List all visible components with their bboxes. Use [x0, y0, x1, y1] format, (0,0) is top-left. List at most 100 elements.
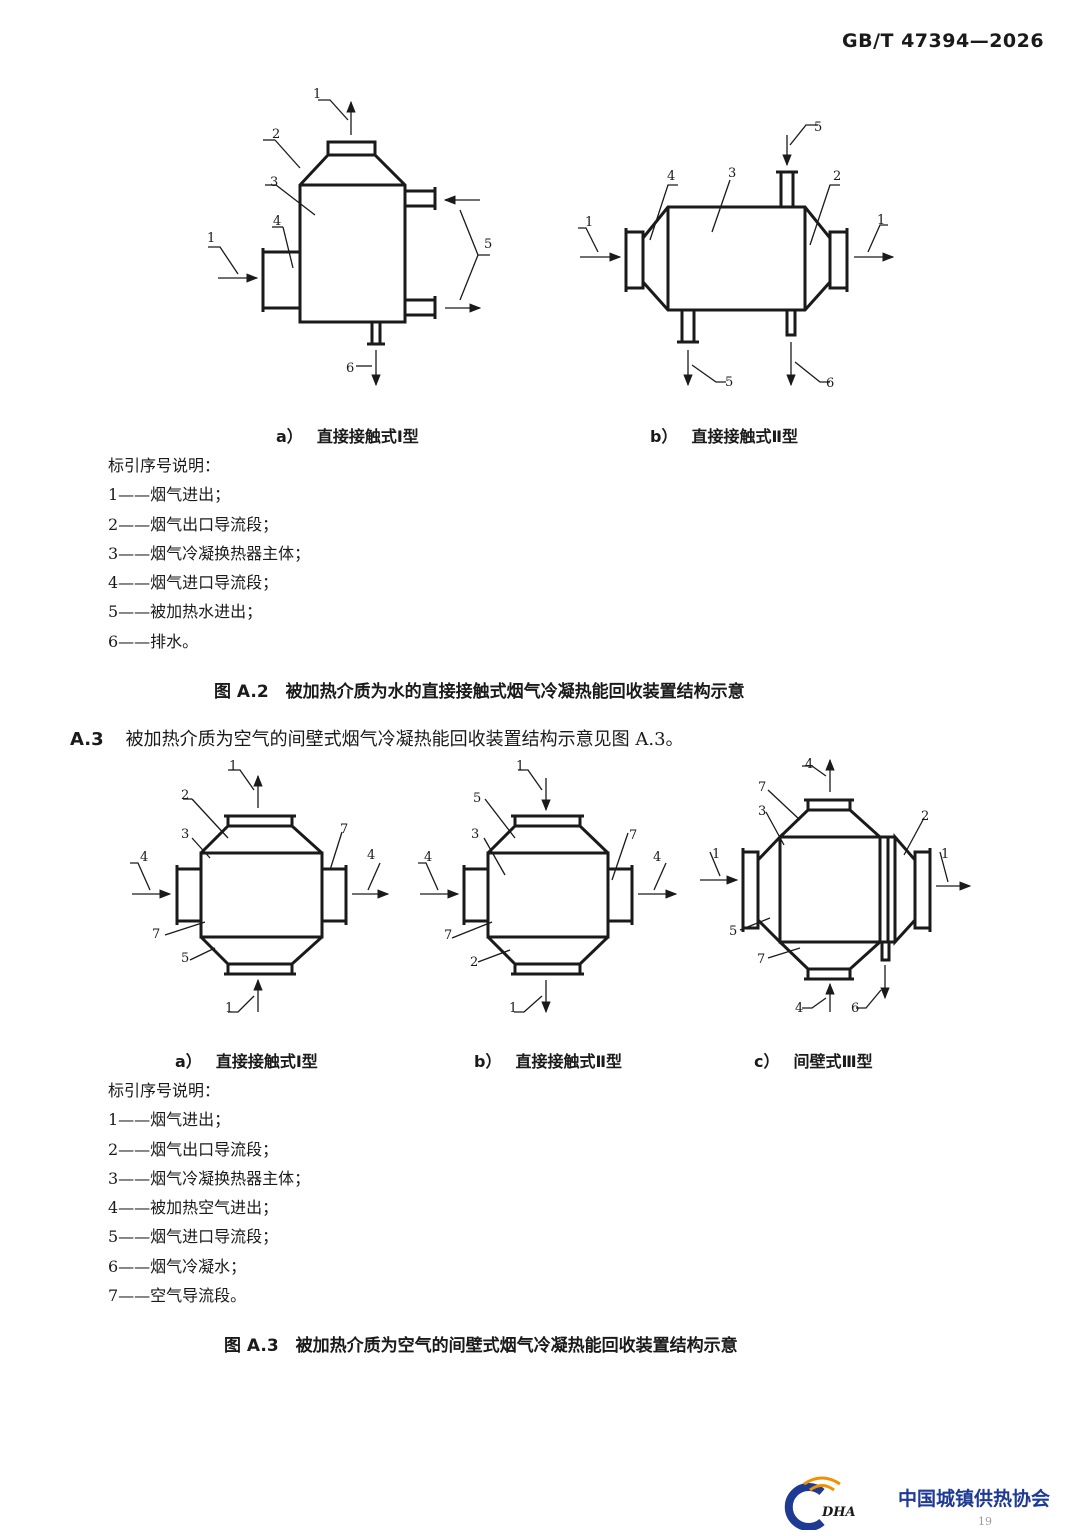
cdha-logo-letters: DHA: [821, 1505, 856, 1520]
a2b-callout-1-left: 1: [585, 215, 593, 230]
a3a-core: [199, 851, 324, 939]
a3-legend-item: 6——烟气冷凝水；: [108, 1256, 247, 1276]
diagram-a2-type1: [261, 140, 437, 346]
a3-subcaption-b-label: b）: [474, 1052, 502, 1071]
a2a-callout-2: 2: [272, 127, 280, 142]
a3c-callout-1-right: 1: [941, 847, 949, 862]
a3a-callout-7-left: 7: [152, 927, 160, 942]
a2b-water-inlet: [779, 170, 795, 209]
a3c-drain: [880, 940, 891, 962]
a2b-arrows-leaders: [578, 124, 895, 387]
a2-legend-title: 标引序号说明：: [108, 456, 221, 475]
section-a3-text: 被加热介质为空气的间壁式烟气冷凝热能回收装置结构示意见图 A.3。: [125, 729, 684, 750]
cdha-logo-c-mark: [784, 1483, 825, 1530]
a3c-octagon: [778, 808, 882, 971]
a3c-callout-7-top: 7: [758, 780, 766, 795]
a3a-callout-4-left: 4: [140, 850, 148, 865]
a3a-callout-1-top: 1: [229, 759, 237, 774]
a3a-callout-3: 3: [181, 827, 189, 842]
cdha-logo: DHA: [784, 1476, 856, 1530]
a3b-callout-4-left: 4: [424, 850, 432, 865]
a2a-top-flange: [326, 140, 377, 157]
a3b-callout-3: 3: [471, 827, 479, 842]
a2-legend: 标引序号说明： 1——烟气进出； 2——烟气出口导流段； 3——烟气冷凝换热器主…: [108, 451, 310, 656]
a2a-callout-5: 5: [484, 237, 492, 252]
a2-legend-item: 3——烟气冷凝换热器主体；: [108, 543, 311, 563]
a3a-callout-5: 5: [181, 951, 189, 966]
a3-subcaption-a: a） 直接接触式Ⅰ型: [175, 1048, 318, 1072]
a3a-callout-7-right: 7: [340, 822, 348, 837]
a2a-callout-1-top: 1: [313, 87, 321, 102]
a3-subcaption-a-title: 直接接触式Ⅰ型: [215, 1052, 318, 1071]
a3b-octagon: [486, 824, 610, 966]
a3-legend-item: 7——空气导流段。: [108, 1286, 247, 1306]
a3a-octagon: [199, 824, 324, 966]
a2-legend-item: 5——被加热水进出；: [108, 602, 263, 622]
a2a-callout-3: 3: [270, 175, 278, 190]
a3a-callout-4-right: 4: [367, 848, 375, 863]
a3b-core: [486, 851, 610, 939]
a3c-callout-5: 5: [729, 924, 737, 939]
a2b-callout-5-top: 5: [814, 120, 822, 135]
a3b-callout-5: 5: [473, 791, 481, 806]
a3-subcaption-b: b）直接接触式Ⅱ型: [474, 1048, 622, 1072]
a3b-callouts: 1 5 3 7 4 4 7 2 1: [424, 759, 661, 1016]
a3c-callout-2: 2: [921, 809, 929, 824]
a2a-callout-4: 4: [273, 214, 281, 229]
figure-a2-caption: 图 A.2 被加热介质为水的直接接触式烟气冷凝热能回收装置结构示意: [214, 682, 745, 702]
a3c-callouts: 4 7 3 2 1 1 5 7 4 6: [712, 757, 949, 1016]
a3c-callout-1-left: 1: [712, 847, 720, 862]
a3a-callout-1-bottom: 1: [225, 1001, 233, 1016]
a2a-water-outlet: [403, 298, 437, 317]
a2-subcaption-a: a）直接接触式Ⅰ型: [276, 423, 419, 447]
figure-a3-caption: 图 A.3 被加热介质为空气的间壁式烟气冷凝热能回收装置结构示意: [224, 1336, 738, 1356]
a3-legend-item: 5——烟气进口导流段；: [108, 1227, 279, 1247]
a3b-callout-7-left: 7: [444, 928, 452, 943]
a2a-callout-6: 6: [346, 361, 354, 376]
a2-legend-item: 1——烟气进出；: [108, 485, 231, 505]
a2b-water-outlet: [680, 308, 696, 344]
a3-legend-item: 4——被加热空气进出；: [108, 1198, 279, 1218]
figure-a2-diagrams: 1 2 3 4 1 5 6 5 4: [207, 87, 895, 391]
a3a-right-flange: [320, 867, 348, 923]
a3-subcaption-c-label: c）: [754, 1052, 780, 1071]
a2b-drain: [785, 308, 797, 337]
diagram-a3-type2: [462, 814, 634, 976]
a2b-callout-6: 6: [826, 376, 834, 391]
a2b-callout-4: 4: [667, 169, 675, 184]
a3c-callout-3: 3: [758, 804, 766, 819]
a3b-right-flange: [606, 867, 634, 923]
a2a-callout-1-left: 1: [207, 231, 215, 246]
a3b-left-flange: [462, 867, 490, 923]
a2-subcaption-b: b）直接接触式Ⅱ型: [650, 423, 798, 447]
a2b-callout-2: 2: [833, 169, 841, 184]
a3c-callout-4-bottom: 4: [795, 1001, 803, 1016]
a2b-main-body: [641, 205, 832, 312]
page-number: 19: [978, 1515, 992, 1528]
a3c-right-flange: [913, 850, 932, 930]
a2-legend-item: 2——烟气出口导流段；: [108, 514, 279, 534]
standard-code: GB/T 47394—2026: [842, 30, 1045, 52]
a3-subcaption-c-title: 间壁式Ⅲ型: [793, 1052, 873, 1071]
a3b-callout-1-bottom: 1: [509, 1001, 517, 1016]
a2a-left-inlet: [261, 250, 302, 310]
a2-legend-item: 6——排水。: [108, 631, 199, 651]
a2a-arrows-leaders: [208, 99, 490, 387]
a2a-callouts: 1 2 3 4 1 5 6: [207, 87, 492, 376]
diagram-a3-type1: [175, 814, 348, 976]
a3c-left-flange: [741, 850, 760, 930]
a3b-callout-1-top: 1: [516, 759, 524, 774]
a3b-callout-7-right: 7: [629, 828, 637, 843]
a3-subcaption-a-label: a）: [175, 1052, 202, 1071]
a2-legend-item: 4——烟气进口导流段；: [108, 573, 279, 593]
a3b-arrows-leaders: [418, 769, 678, 1014]
a3c-core: [778, 835, 882, 944]
a3-legend-item: 3——烟气冷凝换热器主体；: [108, 1168, 311, 1188]
a3-legend-item: 2——烟气出口导流段；: [108, 1139, 279, 1159]
footer-org-name: 中国城镇供热协会: [898, 1488, 1051, 1510]
a3b-callout-2: 2: [470, 955, 478, 970]
diagram-a2-type2: [624, 170, 849, 344]
a3-legend: 标引序号说明： 1——烟气进出； 2——烟气出口导流段； 3——烟气冷凝换热器主…: [108, 1076, 310, 1310]
a2-subcaption-b-title: 直接接触式Ⅱ型: [691, 427, 799, 446]
